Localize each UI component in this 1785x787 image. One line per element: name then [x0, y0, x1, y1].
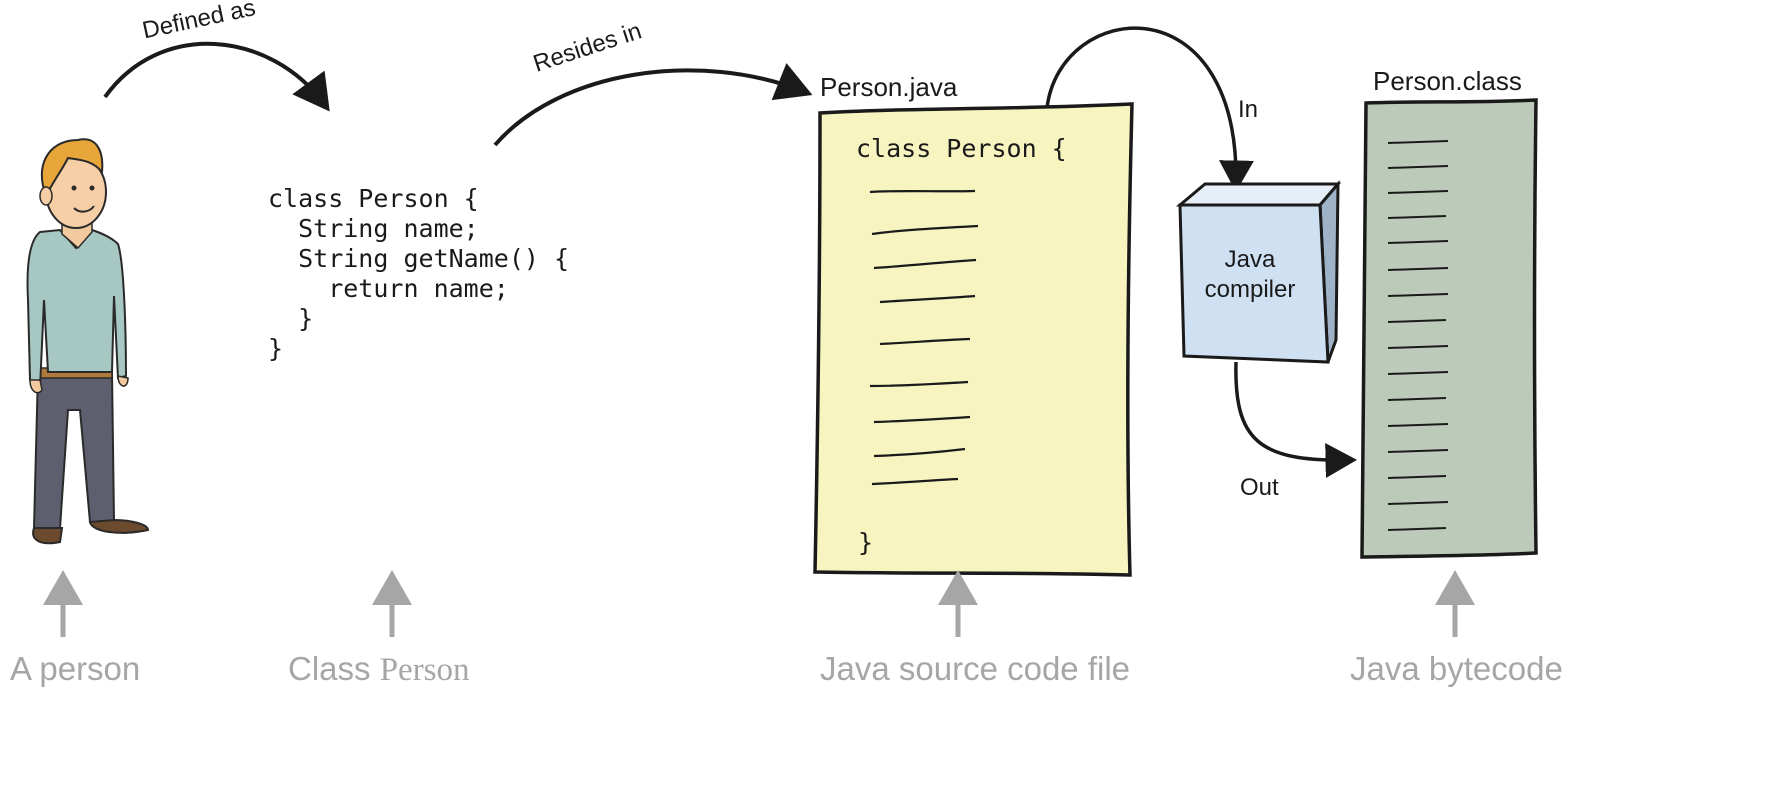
in-arrow: [1045, 26, 1254, 192]
compiler-label-line1: Java: [1224, 246, 1276, 273]
caption-a-person: A person: [10, 650, 141, 687]
caption-java-bytecode: Java bytecode: [1350, 650, 1563, 687]
resides-in-arrow: [493, 63, 813, 147]
source-first-line: class Person {: [856, 134, 1067, 163]
person-figure: [26, 138, 150, 545]
caption-java-source: Java source code file: [820, 650, 1131, 687]
caption-pointers: [43, 570, 1475, 637]
out-arrow: [1234, 361, 1357, 479]
caption-class-name: Person: [379, 652, 470, 688]
java-compiler-box: [1175, 179, 1342, 364]
compiler-label-line2: compiler: [1204, 276, 1296, 303]
caption-class-prefix: Class: [288, 650, 380, 687]
caption-class-person: Class Person: [288, 650, 470, 689]
source-file-name: Person.java: [820, 72, 958, 102]
source-file-page: [813, 102, 1134, 577]
bytecode-lines: [1387, 140, 1449, 531]
defined-as-arrow: [103, 41, 330, 112]
in-label: In: [1238, 96, 1259, 123]
source-code-lines: [869, 189, 979, 486]
class-person-code: class Person { String name; String getNa…: [268, 184, 570, 363]
out-label: Out: [1240, 474, 1279, 501]
bytecode-file-page: [1360, 98, 1538, 559]
source-last-line: }: [858, 528, 874, 557]
bytecode-file-name: Person.class: [1373, 66, 1522, 96]
